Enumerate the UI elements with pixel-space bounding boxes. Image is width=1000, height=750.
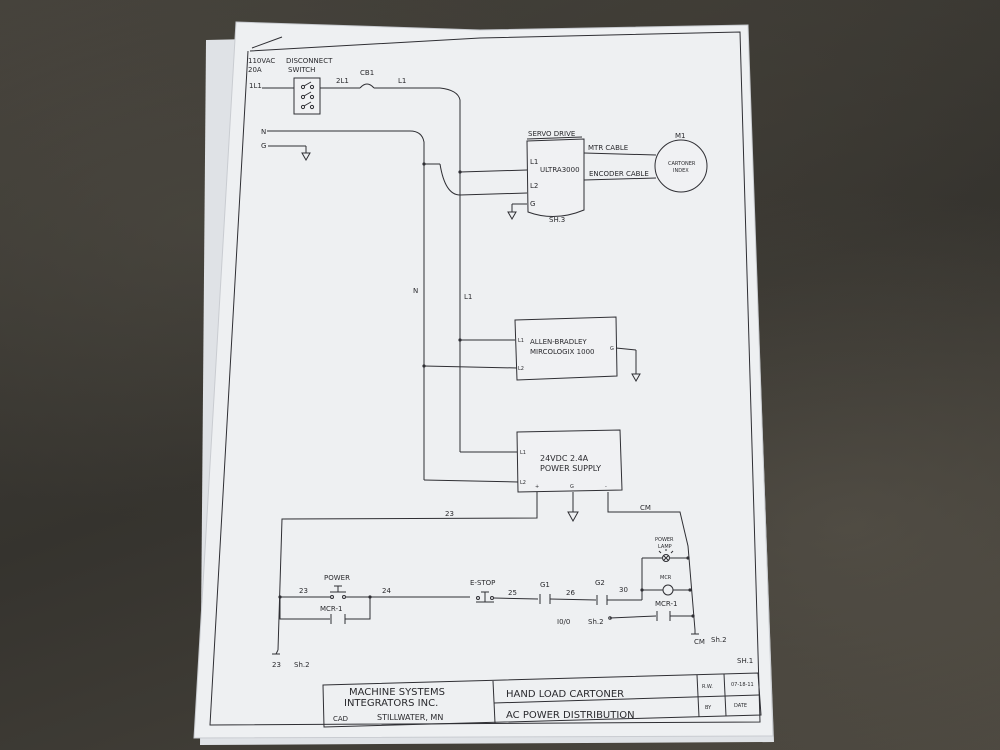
psu-minus: - bbox=[605, 484, 607, 490]
mcr1-seal-label: MCR-1 bbox=[320, 605, 343, 613]
psu-line2: POWER SUPPLY bbox=[540, 464, 601, 473]
io-input-wire bbox=[609, 615, 657, 619]
plc-line2: MIRCOLOGIX 1000 bbox=[530, 348, 595, 356]
servo-ground-icon bbox=[507, 211, 517, 221]
breaker-in-label: 2L1 bbox=[336, 77, 349, 85]
cad-label: CAD bbox=[333, 715, 348, 723]
estop-pushbutton-symbol bbox=[476, 591, 494, 603]
bottom-left-sheet: Sh.2 bbox=[294, 661, 310, 669]
power-lamp-label-2: LAMP bbox=[658, 544, 672, 550]
motor-tag: M1 bbox=[675, 132, 686, 140]
drawing-title-line2: AC POWER DISTRIBUTION bbox=[506, 710, 635, 721]
drawing-border bbox=[209, 31, 761, 726]
psu-l2: L2 bbox=[520, 480, 526, 486]
sheet-number: SH.1 bbox=[737, 657, 753, 665]
g1-label: G1 bbox=[540, 581, 550, 589]
wire-24-label: 24 bbox=[382, 587, 391, 595]
company-line1: MACHINE SYSTEMS bbox=[349, 687, 445, 698]
io-label: I0/0 bbox=[557, 618, 570, 626]
supply-current: 20A bbox=[248, 66, 262, 74]
bus-label-line: L1 bbox=[464, 293, 472, 301]
disconnect-switch-box bbox=[293, 77, 321, 115]
line-l1-bus bbox=[439, 87, 461, 452]
border-corner-mark bbox=[251, 36, 283, 49]
company-location: STILLWATER, MN bbox=[377, 713, 443, 722]
power-lamp-icon bbox=[658, 549, 674, 562]
plc-l1: L1 bbox=[518, 338, 524, 344]
servo-l1: L1 bbox=[530, 158, 538, 166]
servo-title: SERVO DRIVE bbox=[528, 130, 575, 138]
servo-g: G bbox=[530, 200, 535, 208]
plc-line1: ALLEN-BRADLEY bbox=[530, 338, 587, 346]
plc-l2: L2 bbox=[518, 366, 524, 372]
estop-label: E-STOP bbox=[470, 579, 495, 587]
paper-sheet bbox=[193, 21, 774, 739]
wire-23-bus bbox=[277, 492, 538, 651]
plc-l2-wire bbox=[423, 365, 518, 369]
plc-ground-wire bbox=[615, 347, 637, 351]
psu-g: G bbox=[570, 484, 574, 490]
encoder-cable-label: ENCODER CABLE bbox=[589, 170, 649, 178]
disconnect-label-1: DISCONNECT bbox=[286, 57, 333, 65]
power-lamp-label-1: POWER bbox=[655, 537, 674, 543]
neutral-label: N bbox=[261, 128, 266, 136]
plc-block bbox=[514, 316, 618, 381]
wire-26-label: 26 bbox=[566, 589, 575, 597]
plc-ground-icon bbox=[631, 373, 641, 383]
breaker-name: CB1 bbox=[360, 69, 374, 77]
power-pushbutton-symbol bbox=[330, 585, 346, 599]
motor-cable-wire bbox=[583, 152, 657, 156]
wire-cm-label: CM bbox=[640, 504, 651, 512]
bottom-left-wire: 23 bbox=[272, 661, 281, 669]
wire-23-label: 23 bbox=[445, 510, 454, 518]
by-label: BY bbox=[705, 705, 712, 711]
bottom-right-sheet: Sh.2 bbox=[711, 636, 727, 644]
supply-voltage: 110VAC bbox=[248, 57, 275, 65]
servo-l2-wire bbox=[439, 163, 528, 196]
drawing-date: 07-18-11 bbox=[731, 682, 754, 688]
servo-l1-wire bbox=[459, 169, 528, 173]
wire-cm-bus bbox=[607, 492, 696, 631]
title-block bbox=[322, 672, 762, 728]
input-line-label: 1L1 bbox=[249, 82, 262, 90]
io-sheet-label: Sh.2 bbox=[588, 618, 604, 626]
motor-name-line1: CARTONER bbox=[668, 161, 696, 167]
wire-30-label: 30 bbox=[619, 586, 628, 594]
servo-l2: L2 bbox=[530, 182, 538, 190]
neutral-bus bbox=[409, 130, 425, 480]
wire-23-rung-label: 23 bbox=[299, 587, 308, 595]
wire-25-label: 25 bbox=[508, 589, 517, 597]
breaker-out-label: L1 bbox=[398, 77, 406, 85]
psu-l1: L1 bbox=[520, 450, 526, 456]
psu-plus: + bbox=[535, 484, 539, 490]
bottom-right-wire: CM bbox=[694, 638, 705, 646]
servo-model: ULTRA3000 bbox=[540, 166, 580, 174]
drawing-title-line1: HAND LOAD CARTONER bbox=[506, 689, 624, 700]
ground-icon bbox=[301, 152, 311, 162]
motor-m1-circle bbox=[654, 139, 708, 193]
motor-name-line2: INDEX bbox=[673, 168, 689, 174]
plc-g: G bbox=[610, 346, 614, 352]
disconnect-label-2: SWITCH bbox=[288, 66, 315, 74]
psu-line1: 24VDC 2.4A bbox=[540, 454, 589, 463]
ground-label: G bbox=[261, 142, 266, 150]
psu-l2-wire bbox=[423, 479, 519, 483]
g2-label: G2 bbox=[595, 579, 605, 587]
drawn-by-initials: R.W. bbox=[702, 684, 713, 690]
servo-sheet-ref: SH.3 bbox=[549, 216, 565, 224]
servo-drive-block bbox=[526, 138, 585, 217]
power-pb-label: POWER bbox=[324, 574, 350, 582]
psu-block bbox=[516, 429, 623, 493]
breaker-cb1-symbol bbox=[359, 83, 375, 89]
psu-ground-icon bbox=[567, 511, 579, 523]
company-line2: INTEGRATORS INC. bbox=[344, 698, 438, 709]
date-label: DATE bbox=[734, 703, 747, 709]
motor-cable-label: MTR CABLE bbox=[588, 144, 628, 152]
mcr-coil-label: MCR bbox=[660, 575, 672, 581]
mcr1-contact-label: MCR-1 bbox=[655, 600, 678, 608]
encoder-cable-wire bbox=[583, 177, 657, 181]
bus-label-neutral: N bbox=[413, 287, 418, 295]
